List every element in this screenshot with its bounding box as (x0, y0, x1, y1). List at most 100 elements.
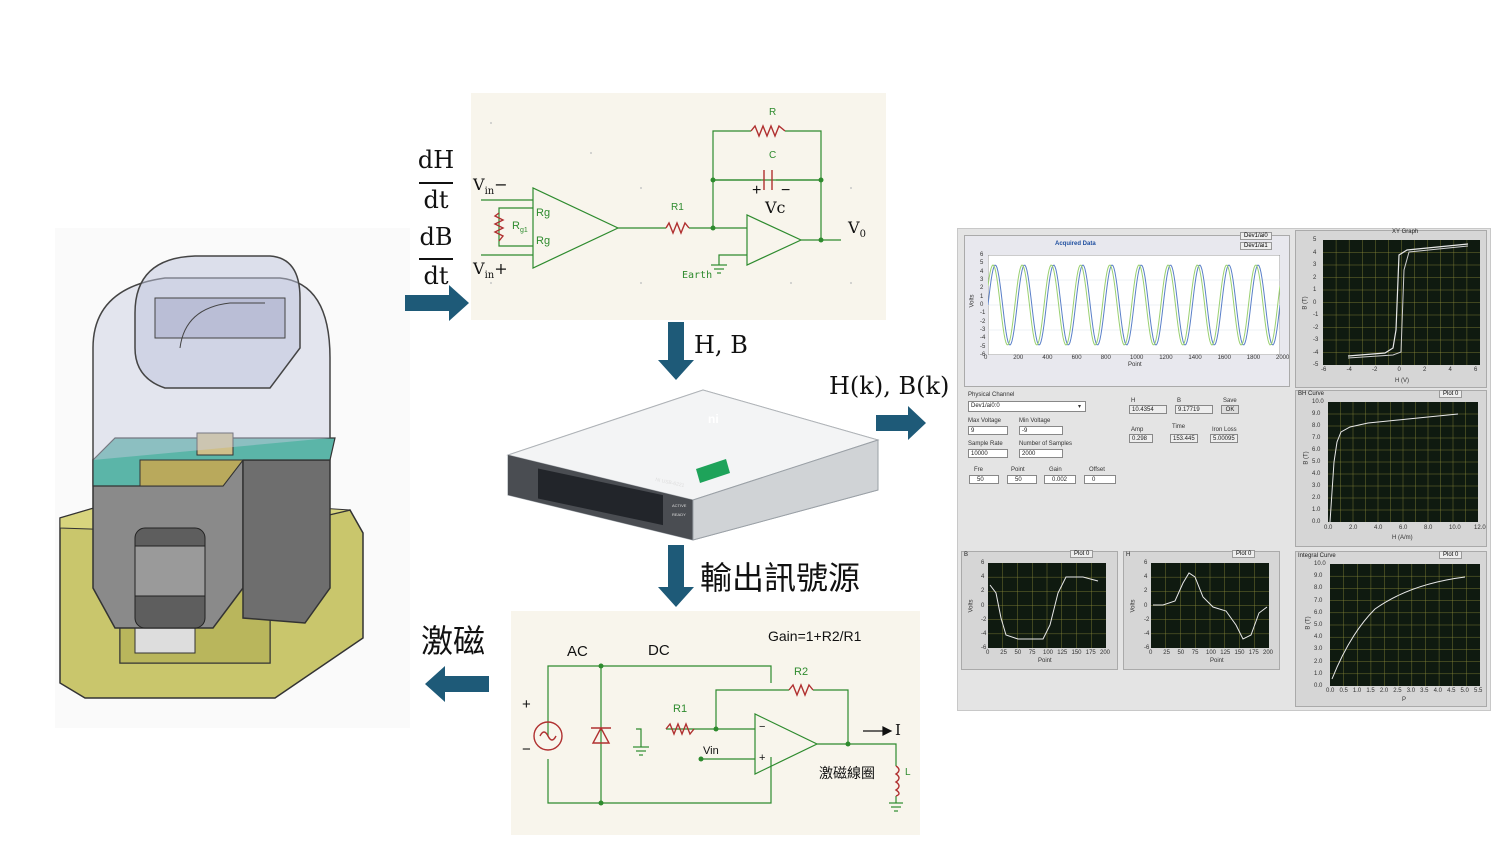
min-voltage-input[interactable]: -9 (1019, 426, 1063, 435)
transformer-3d-model (55, 228, 410, 728)
integrator-circuit-schematic (481, 122, 852, 284)
max-voltage-input[interactable]: 9 (968, 426, 1008, 435)
tick-label: 4 (980, 268, 984, 275)
tick-label: 25 (1000, 650, 1007, 656)
xy-plot (1323, 240, 1480, 365)
tick-label: 75 (1028, 650, 1036, 656)
ac-label: AC (567, 643, 588, 660)
legend-ai0[interactable]: Dev1/ai0 (1240, 232, 1272, 240)
legend-ai1[interactable]: Dev1/ai1 (1240, 242, 1272, 250)
xy-ylabel: B (T) (1302, 296, 1309, 310)
tick-label: 4.5 (1447, 688, 1456, 694)
tick-label: 800 (1100, 355, 1111, 361)
tick-label: 5.0 (1312, 459, 1321, 465)
tick-label: -4 (1144, 630, 1150, 637)
tick-label: 7.0 (1314, 597, 1323, 604)
b-xlabel: Point (1038, 658, 1052, 664)
gain-input[interactable]: 0.002 (1044, 475, 1076, 484)
tick-label: 1 (980, 293, 984, 300)
tick-label: 2 (981, 588, 985, 595)
fre-label: Fre (974, 467, 983, 473)
tick-label: 1400 (1188, 355, 1202, 361)
tick-label: 5.0 (1314, 622, 1323, 628)
tick-label: 5.0 (1460, 688, 1469, 694)
dh-numerator: dH (417, 146, 455, 174)
opamp-plus-label: + (759, 752, 766, 764)
tick-label: 150 (1071, 650, 1082, 656)
tick-label: 200 (1263, 650, 1274, 656)
tick-label: 6 (1144, 560, 1148, 566)
bh-plot-legend[interactable]: Plot 0 (1439, 390, 1463, 398)
b-plot-legend[interactable]: Plot 0 (1070, 550, 1094, 558)
save-ok-button[interactable]: OK (1221, 405, 1239, 414)
tick-label: -6 (981, 645, 987, 651)
coil-label: 激磁線圈 (819, 766, 875, 782)
tick-label: 1.0 (1352, 688, 1362, 694)
tick-label: 8.0 (1312, 423, 1321, 429)
sample-rate-input[interactable]: 10000 (968, 449, 1008, 458)
tick-label: 0 (981, 602, 985, 609)
tick-label: -3 (1313, 337, 1319, 343)
tick-label: 2 (1313, 274, 1317, 281)
tick-label: 0 (984, 355, 988, 361)
num-samples-input[interactable]: 2000 (1019, 449, 1063, 458)
tick-label: 4.0 (1433, 688, 1442, 694)
tick-label: 0 (1144, 602, 1148, 609)
tick-label: 0.0 (1326, 688, 1335, 694)
max-voltage-label: Max Voltage (968, 418, 1002, 424)
tick-label: 5.5 (1474, 688, 1483, 694)
tick-label: 12.0 (1474, 525, 1486, 531)
tick-label: 9.0 (1312, 411, 1321, 417)
tick-label: -6 (1144, 645, 1150, 651)
tick-label: 2.0 (1314, 658, 1323, 665)
tick-label: 75 (1191, 650, 1199, 656)
tick-label: -5 (980, 343, 986, 350)
physical-channel-label: Physical Channel (968, 392, 1015, 398)
tick-label: 0 (1313, 299, 1317, 306)
tick-label: 1.5 (1366, 688, 1375, 694)
tick-label: 175 (1085, 650, 1096, 656)
tick-label: 6.0 (1314, 609, 1323, 616)
vc-label: Vc (765, 198, 786, 217)
point-input[interactable]: 50 (1007, 475, 1037, 484)
tick-label: 2 (1423, 367, 1427, 373)
tick-label: -1 (980, 310, 986, 317)
iron-loss-label: Iron Loss (1212, 427, 1237, 433)
tick-label: 50 (1177, 650, 1185, 656)
tick-label: 3.5 (1420, 688, 1429, 694)
c-label: C (769, 150, 777, 161)
tick-label: 1200 (1159, 355, 1173, 361)
inductor-label: L (905, 767, 911, 778)
tick-label: 6.0 (1399, 525, 1408, 531)
tick-label: 4.0 (1374, 525, 1383, 531)
daq-logo: ni (708, 412, 719, 426)
db-numerator: dB (419, 223, 453, 251)
point-label: Point (1011, 467, 1025, 473)
tick-label: 2.5 (1393, 688, 1402, 694)
h-plot (1151, 563, 1269, 648)
db-fraction-line (419, 258, 453, 260)
tick-label: 25 (1163, 650, 1170, 656)
tick-label: 4 (1448, 367, 1452, 373)
int-plot-legend[interactable]: Plot 0 (1439, 551, 1463, 559)
physical-channel-select[interactable]: Dev1/ai0:0 (968, 401, 1086, 412)
chevron-down-icon[interactable]: ▾ (1078, 404, 1082, 410)
tick-label: 0 (980, 302, 984, 308)
bh-title: BH Curve (1298, 391, 1325, 397)
xy-title: XY Graph (1392, 229, 1419, 235)
tick-label: 1600 (1217, 355, 1231, 361)
h-value: 10.4354 (1129, 405, 1167, 414)
tick-label: 2.0 (1379, 688, 1389, 694)
acq-ylabel: Volts (969, 294, 976, 308)
cap-minus-label: − (781, 182, 791, 199)
int-xlabel: P (1402, 697, 1407, 703)
source-plus-label: + (522, 696, 531, 713)
amp-value: 0.298 (1129, 434, 1153, 443)
daq-led-active: ACTIVE (672, 503, 687, 508)
bh-ylabel: B (T) (1303, 451, 1310, 465)
h-plot-legend[interactable]: Plot 0 (1232, 550, 1256, 558)
fre-input[interactable]: 50 (969, 475, 999, 484)
offset-input[interactable]: 0 (1084, 475, 1116, 484)
arrow-down-icon (658, 322, 694, 380)
amp-label: Amp (1131, 427, 1144, 433)
